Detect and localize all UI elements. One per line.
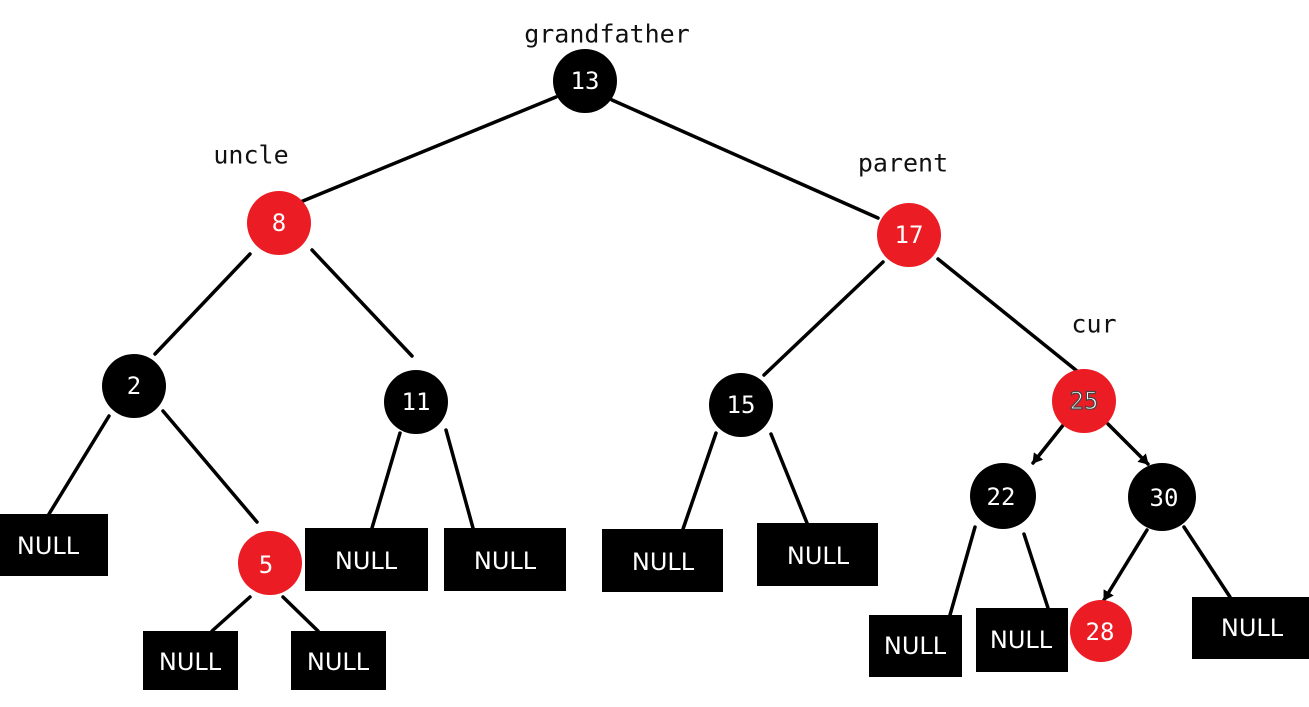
node-22-circle — [970, 463, 1036, 529]
node-11: 11 — [384, 370, 448, 434]
node-13-value: 13 — [571, 67, 600, 95]
null-box — [305, 528, 428, 591]
edge-25-22 — [1031, 422, 1066, 465]
node-25-value: 25 — [1070, 387, 1099, 415]
node-5-value: 5 — [259, 551, 273, 579]
node-2-circle — [102, 354, 166, 418]
null-box — [757, 523, 878, 586]
edge-13-17 — [610, 98, 880, 220]
parent-label: parent — [858, 149, 948, 178]
node-15-circle — [709, 373, 773, 437]
node-22-value: 22 — [987, 483, 1016, 511]
edge-2-null — [47, 414, 111, 516]
uncle-label: uncle — [213, 141, 288, 170]
node-30-circle — [1128, 463, 1196, 531]
null-leaf-5-left: NULL — [143, 631, 238, 690]
edge-8-11 — [310, 248, 414, 358]
node-5-circle — [238, 531, 302, 595]
null-leaf-15-right: NULL — [757, 523, 878, 586]
null-label: NULL — [1221, 614, 1284, 642]
node-2: 2 — [102, 354, 166, 418]
null-box — [444, 528, 566, 591]
tree-nodes: 13 8 17 2 11 15 25 5 — [102, 49, 1196, 662]
node-2-value: 2 — [127, 372, 141, 400]
edge-11-null-right — [444, 428, 475, 530]
null-box — [602, 529, 723, 592]
null-leaf-11-left: NULL — [305, 528, 428, 591]
null-label: NULL — [474, 547, 537, 575]
grandfather-label: grandfather — [524, 20, 690, 49]
node-17-value: 17 — [895, 221, 924, 249]
node-30: 30 — [1128, 463, 1196, 531]
node-17: 17 — [877, 203, 941, 267]
node-17-circle — [877, 203, 941, 267]
node-25-circle — [1052, 369, 1116, 433]
node-15-value: 15 — [727, 391, 756, 419]
edge-25-30 — [1106, 422, 1150, 466]
edge-8-2 — [153, 252, 252, 356]
edge-11-null-left — [370, 431, 402, 530]
edge-5-null-left — [210, 595, 252, 633]
cur-label: cur — [1071, 310, 1116, 339]
null-box — [0, 514, 108, 576]
node-5: 5 — [238, 531, 302, 595]
node-25: 25 — [1052, 369, 1116, 433]
null-box — [869, 615, 962, 677]
edge-30-28 — [1102, 528, 1149, 602]
node-15: 15 — [709, 373, 773, 437]
edge-22-null-left — [948, 525, 977, 617]
null-box — [976, 608, 1068, 672]
node-8-value: 8 — [272, 209, 286, 237]
null-label: NULL — [17, 532, 80, 560]
null-label: NULL — [335, 547, 398, 575]
edge-17-15 — [762, 260, 885, 377]
null-label: NULL — [990, 626, 1053, 654]
node-22: 22 — [970, 463, 1036, 529]
edge-15-null-left — [681, 431, 718, 531]
null-box — [1192, 597, 1309, 659]
edge-13-8 — [296, 95, 558, 205]
node-8: 8 — [247, 191, 311, 255]
node-11-value: 11 — [402, 388, 431, 416]
null-leaf-22-right: NULL — [976, 608, 1068, 672]
edge-15-null-right — [769, 432, 809, 525]
null-leaf-22-left: NULL — [869, 615, 962, 677]
tree-edges — [47, 95, 1232, 633]
edge-30-null-right — [1182, 525, 1232, 599]
role-labels: grandfather uncle parent cur — [213, 20, 1116, 339]
null-label: NULL — [307, 648, 370, 676]
null-box — [291, 631, 386, 690]
null-leaf-30-right: NULL — [1192, 597, 1309, 659]
null-label: NULL — [632, 548, 695, 576]
null-leaves: NULL NULL NULL NULL NULL NULL NULL NULL — [0, 514, 1309, 690]
null-box — [143, 631, 238, 690]
null-leaf-5-right: NULL — [291, 631, 386, 690]
edge-17-25 — [936, 257, 1079, 373]
node-30-value: 30 — [1150, 484, 1179, 512]
node-28-value: 28 — [1086, 618, 1115, 646]
node-28-circle — [1070, 600, 1132, 662]
node-13: 13 — [553, 49, 617, 113]
null-label: NULL — [159, 648, 222, 676]
null-label: NULL — [787, 542, 850, 570]
edge-2-5 — [161, 409, 259, 524]
null-leaf-15-left: NULL — [602, 529, 723, 592]
edge-5-null-right — [281, 595, 320, 633]
null-leaf-11-right: NULL — [444, 528, 566, 591]
edge-22-null-right — [1022, 532, 1050, 610]
node-28: 28 — [1070, 600, 1132, 662]
null-label: NULL — [884, 632, 947, 660]
node-8-circle — [247, 191, 311, 255]
node-13-circle — [553, 49, 617, 113]
node-11-circle — [384, 370, 448, 434]
null-leaf-2-left: NULL — [0, 514, 108, 576]
